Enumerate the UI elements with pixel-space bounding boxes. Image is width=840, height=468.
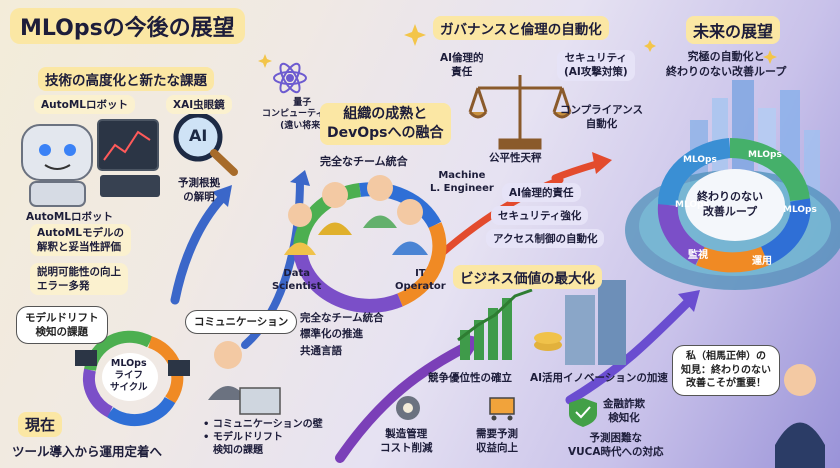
automl-robot-illustration [21, 119, 160, 207]
quantum-label: 量子 コンピューティング (遠い将来) [262, 98, 343, 131]
arrow-present-to-tech [170, 190, 230, 305]
fairness-scale-illustration [468, 75, 572, 150]
present-heading: 現在 [18, 412, 63, 437]
worried-person-illustration [208, 341, 281, 415]
automl-notes: AutoMLモデルの 解釈と妥当性評価 [30, 224, 131, 257]
team-integration-label: 完全なチーム統合 [320, 155, 408, 168]
ai-text: AI [189, 126, 208, 145]
gov-note-security: セキュリティ強化 [491, 206, 589, 225]
presenter-person-illustration [775, 364, 825, 468]
loop-label-mlops-4: MLOps [783, 205, 817, 215]
ml-engineer-label: Machine L. Engineer [430, 170, 494, 194]
automl-caption: AutoMLロボット [26, 211, 113, 223]
present-walls: • コミュニケーションの壁 • モデルドリフト 検知の課題 [203, 419, 323, 456]
present-subheading: ツール導入から運用定着へ [12, 444, 163, 459]
improvement-loop-ring [657, 137, 811, 273]
gov-note-ethics: AI倫理的責任 [502, 183, 581, 202]
xai-magnifier-illustration [173, 112, 238, 176]
demand-label: 需要予測 収益向上 [476, 428, 518, 454]
cart-icon [489, 397, 515, 421]
business-growth-illustration [457, 280, 626, 365]
tech-heading: 技術の高度化と新たな課題 [38, 67, 214, 91]
it-operator-label: IT Operator [395, 268, 446, 292]
data-scientist-label: Data Scientist [272, 268, 322, 292]
future-subheading: 究極の自動化と 終わりのない改善ループ [666, 50, 787, 78]
loop-label-mlops-1: MLOps [683, 155, 717, 165]
communication-bubble: コミュニケーション [185, 310, 298, 335]
xai-label: XAI虫眼鏡 [166, 95, 232, 114]
explainability-notes: 説明可能性の向上 エラー多発 [30, 263, 128, 296]
loop-center-label: 終わりのない 改善ループ [697, 190, 763, 218]
future-heading: 未来の展望 [686, 16, 781, 44]
team-cycle-ring [292, 182, 447, 313]
vuca-label: 予測困難な VUCA時代への対応 [568, 432, 664, 458]
xai-caption: 予測根拠 の解明 [178, 177, 220, 204]
loop-label-operate: 運用 [752, 256, 772, 267]
mfg-label: 製造管理 コスト削減 [380, 428, 433, 454]
security-label: セキュリティ (AI攻撃対策) [557, 50, 635, 82]
lifecycle-label: MLOps ライフ サイクル [110, 358, 148, 393]
gear-icon [396, 396, 420, 420]
loop-label-monitor: 監視 [688, 250, 708, 261]
team-people-illustration [284, 175, 428, 255]
automl-label: AutoMLロボット [34, 95, 135, 114]
biz-heading: ビジネス価値の最大化 [453, 265, 602, 289]
ai-ethics-label: AI倫理的 責任 [440, 52, 484, 78]
presenter-speech-bubble: 私（相馬正伸）の 知見：終わりのない 改善こそが重要！ [672, 345, 780, 396]
arrow-biz-to-future [565, 295, 695, 405]
competitive-advantage-label: 競争優位性の確立 [428, 372, 512, 384]
compliance-label: コンプライアンス 自動化 [560, 104, 644, 130]
drift-bubble: モデルドリフト 検知の課題 [16, 306, 108, 345]
loop-label-mlops-2: MLOps [748, 150, 782, 160]
fairness-scale-label: 公平性天秤 [489, 152, 542, 164]
ai-innovation-label: AI活用イノベーションの加速 [530, 372, 668, 384]
quantum-atom-icon [273, 62, 307, 94]
org-notes: 完全なチーム統合 標準化の推進 共通言語 [300, 312, 384, 357]
loop-label-mlops-3: MLOps [675, 200, 709, 210]
shield-icon [569, 398, 597, 427]
arrow-to-business [335, 340, 475, 463]
org-heading: 組織の成熟と DevOpsへの融合 [320, 103, 451, 145]
gov-heading: ガバナンスと倫理の自動化 [433, 16, 609, 40]
gov-note-access: アクセス制御の自動化 [486, 229, 605, 248]
page-title: MLOpsの今後の展望 [10, 8, 245, 44]
fraud-label: 金融詐欺 検知化 [603, 398, 645, 424]
